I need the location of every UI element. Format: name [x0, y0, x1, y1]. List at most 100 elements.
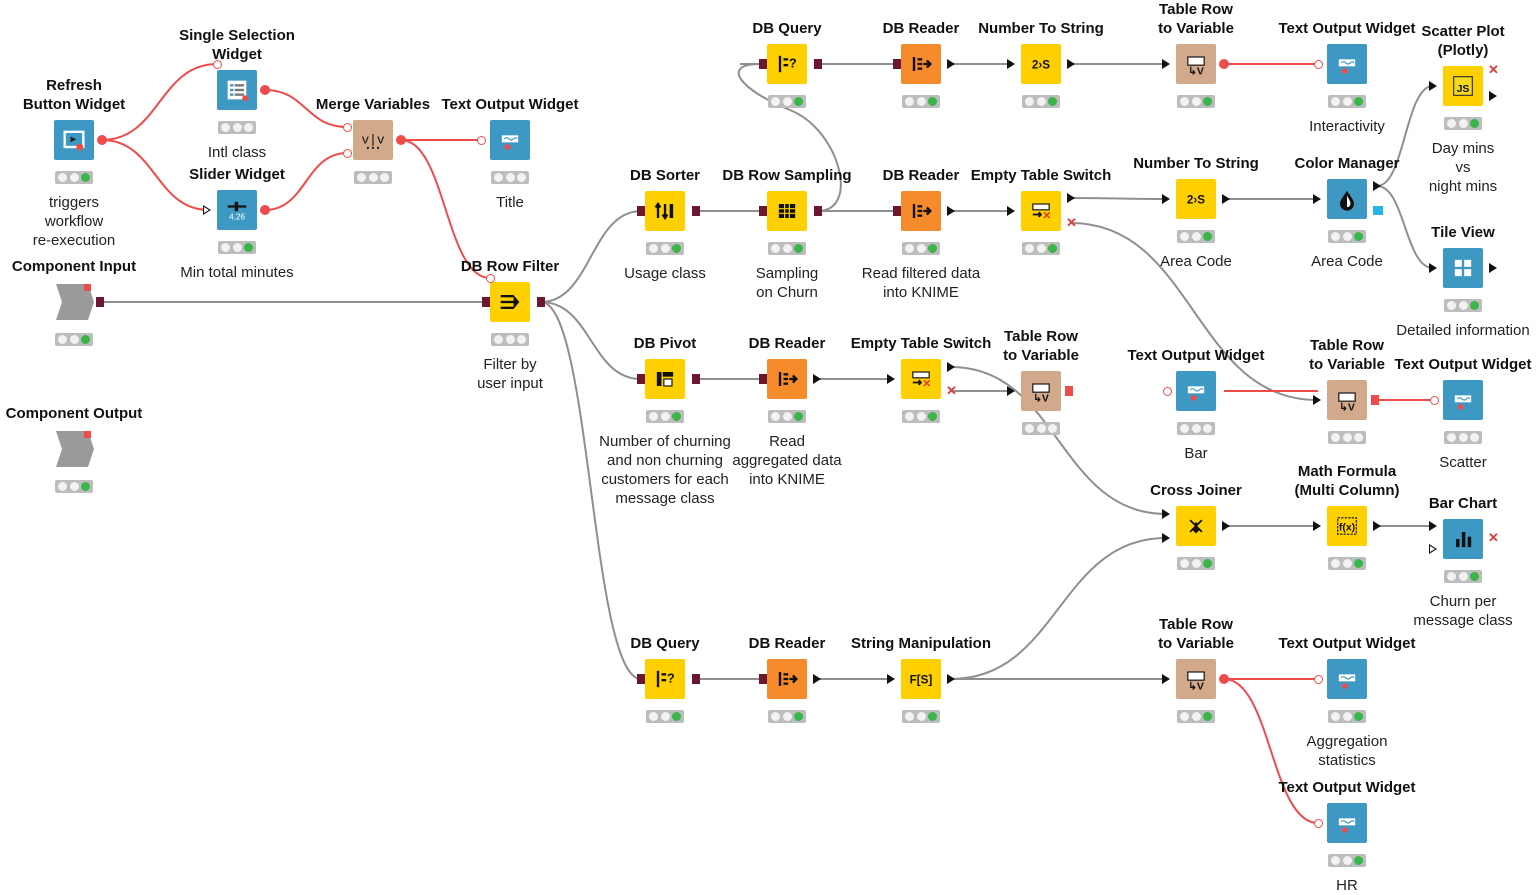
component-input-icon[interactable] [54, 282, 94, 322]
node-db-reader4[interactable]: DB Reader [749, 635, 987, 723]
connection-wire[interactable] [1223, 678, 1319, 824]
table-port[interactable] [1067, 59, 1075, 69]
db-port[interactable] [637, 206, 645, 216]
node-cross-joiner[interactable]: Cross Joiner [1150, 482, 1396, 570]
table-port[interactable] [1007, 59, 1015, 69]
db-reader-icon[interactable] [901, 44, 941, 84]
variable-input-port[interactable] [343, 123, 352, 132]
variable-input-port[interactable] [1314, 819, 1323, 828]
node-math-formula[interactable]: Math Formula(Multi Column)f(x) [1295, 463, 1536, 570]
connection-wire[interactable] [737, 63, 842, 212]
table-port[interactable] [1162, 533, 1170, 543]
table-port[interactable] [1162, 194, 1170, 204]
db-port[interactable] [893, 59, 901, 69]
table-port[interactable] [1373, 181, 1381, 191]
table-port[interactable] [1429, 521, 1437, 531]
node-db-reader1[interactable]: DB Reader [883, 20, 1121, 108]
connection-wire[interactable] [264, 152, 348, 211]
number-to-string-icon[interactable]: 2›S [1021, 44, 1061, 84]
connection-wire[interactable] [400, 139, 491, 279]
node-empty-switch1[interactable]: Empty Table Switch✕✕ [971, 167, 1241, 255]
table-port[interactable] [1313, 521, 1321, 531]
variable-input-port[interactable] [1430, 396, 1439, 405]
connection-wire[interactable] [540, 301, 642, 380]
db-port[interactable] [692, 674, 700, 684]
empty-switch-icon[interactable]: ✕ [901, 359, 941, 399]
connection-wire[interactable] [1070, 197, 1167, 200]
variable-port[interactable] [1371, 395, 1379, 405]
table-port[interactable] [887, 374, 895, 384]
string-manipulation-icon[interactable]: F[S] [901, 659, 941, 699]
variable-input-port[interactable] [1314, 675, 1323, 684]
db-port[interactable] [692, 374, 700, 384]
row-to-variable-icon[interactable]: ↳V [1327, 380, 1367, 420]
variable-output-port[interactable] [1219, 59, 1229, 69]
db-port[interactable] [814, 59, 822, 69]
variable-input-port[interactable] [486, 274, 495, 283]
variable-output-port[interactable] [1219, 674, 1229, 684]
table-port[interactable] [1162, 509, 1170, 519]
table-port[interactable] [1429, 263, 1437, 273]
connection-wire[interactable] [950, 537, 1167, 680]
db-port[interactable] [692, 206, 700, 216]
text-output-icon[interactable] [490, 120, 530, 160]
db-pivot-icon[interactable] [645, 359, 685, 399]
js-icon[interactable]: JS [1443, 66, 1483, 106]
connection-wire[interactable] [1376, 85, 1434, 187]
refresh-icon[interactable] [54, 120, 94, 160]
table-port[interactable] [947, 362, 955, 372]
db-reader-icon[interactable] [767, 359, 807, 399]
list-icon[interactable] [217, 70, 257, 110]
node-comp-out[interactable]: Component Output [6, 405, 274, 493]
cross-joiner-icon[interactable] [1176, 506, 1216, 546]
db-port[interactable] [637, 374, 645, 384]
optional-table-port[interactable] [203, 205, 211, 215]
db-port[interactable] [759, 206, 767, 216]
db-sorter-icon[interactable] [645, 191, 685, 231]
table-port[interactable] [1162, 674, 1170, 684]
inactive-port-icon[interactable]: ✕ [946, 383, 957, 398]
color-model-port[interactable] [1373, 206, 1383, 215]
variable-input-port[interactable] [343, 149, 352, 158]
db-port[interactable] [482, 297, 490, 307]
table-port[interactable] [1007, 206, 1015, 216]
table-port[interactable] [813, 374, 821, 384]
db-port[interactable] [759, 374, 767, 384]
db-port[interactable] [893, 206, 901, 216]
table-port[interactable] [1489, 91, 1497, 101]
table-port[interactable] [1373, 521, 1381, 531]
component-output-icon[interactable] [54, 429, 94, 469]
db-reader-icon[interactable] [901, 191, 941, 231]
table-port[interactable] [887, 674, 895, 684]
db-port[interactable] [759, 59, 767, 69]
table-port[interactable] [1429, 81, 1437, 91]
db-port[interactable] [759, 674, 767, 684]
variable-output-port[interactable] [260, 205, 270, 215]
table-port[interactable] [813, 674, 821, 684]
db-port[interactable] [96, 297, 104, 307]
text-output-icon[interactable] [1327, 659, 1367, 699]
optional-table-port[interactable] [1429, 544, 1437, 554]
merge-variables-icon[interactable]: v|v• • • [353, 120, 393, 160]
